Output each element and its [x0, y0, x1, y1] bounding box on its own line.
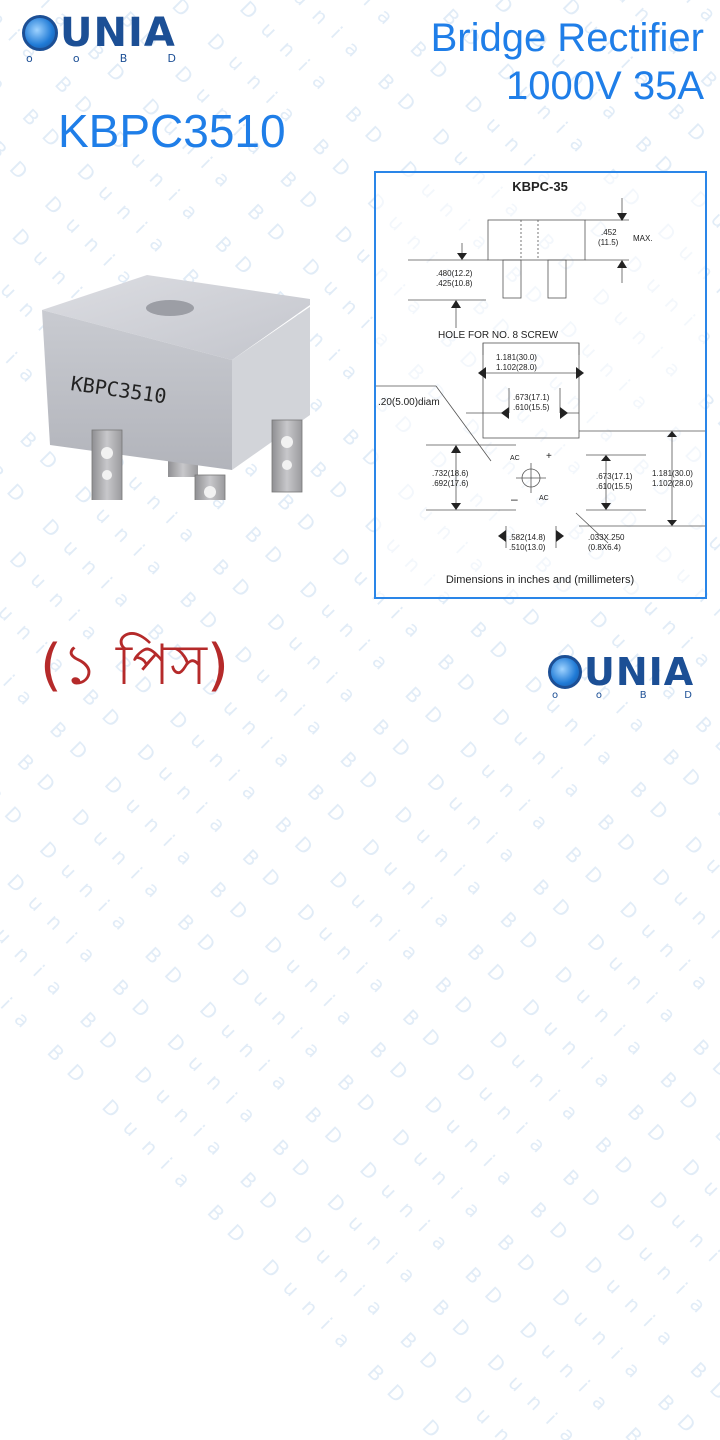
svg-text:1.181(30.0): 1.181(30.0)	[652, 469, 693, 478]
svg-text:AC: AC	[510, 455, 520, 462]
logo-text: UNIA	[584, 650, 695, 694]
svg-text:(0.8X6.4): (0.8X6.4)	[588, 543, 621, 552]
svg-text:.610(15.5): .610(15.5)	[596, 482, 633, 491]
dimension-diagram: KBPC-35 .452 (11.5) MAX. .480(12.2) .425…	[374, 171, 707, 599]
globe-icon	[22, 15, 58, 51]
logo-subtext: o o B D	[26, 52, 176, 65]
svg-text:–: –	[511, 492, 518, 506]
svg-text:.692(17.6): .692(17.6)	[432, 479, 469, 488]
logo-wordmark: UNIA	[22, 10, 176, 56]
svg-text:.510(13.0): .510(13.0)	[509, 543, 546, 552]
svg-text:+: +	[546, 451, 552, 462]
svg-text:.425(10.8): .425(10.8)	[436, 279, 473, 288]
globe-icon	[548, 655, 582, 689]
hole-diameter: .20(5.00)diam	[378, 397, 440, 408]
svg-text:1.181(30.0): 1.181(30.0)	[496, 353, 537, 362]
svg-text:(11.5): (11.5)	[598, 238, 619, 247]
svg-text:.452: .452	[601, 228, 617, 237]
svg-text:1.102(28.0): 1.102(28.0)	[652, 479, 693, 488]
logo-text: UNIA	[60, 10, 176, 56]
title-line-2: 1000V 35A	[506, 64, 704, 108]
hole-note: HOLE FOR NO. 8 SCREW	[438, 330, 559, 341]
svg-text:.673(17.1): .673(17.1)	[513, 393, 550, 402]
logo-subtext: o o B D	[552, 690, 692, 701]
svg-text:.673(17.1): .673(17.1)	[596, 472, 633, 481]
title-line-1: Bridge Rectifier	[430, 16, 704, 60]
svg-text:MAX.: MAX.	[633, 234, 653, 243]
package-label: KBPC-35	[512, 179, 568, 194]
product-title: Bridge Rectifier 1000V 35A	[431, 14, 704, 110]
logo-wordmark: UNIA	[548, 650, 694, 694]
part-number: KBPC3510	[58, 105, 286, 157]
svg-text:AC: AC	[539, 495, 549, 502]
svg-text:.033X.250: .033X.250	[588, 533, 625, 542]
brand-logo-top: UNIA o o B D	[22, 10, 176, 65]
svg-text:1.102(28.0): 1.102(28.0)	[496, 363, 537, 372]
svg-text:.582(14.8): .582(14.8)	[509, 533, 546, 542]
svg-text:.732(18.6): .732(18.6)	[432, 469, 469, 478]
svg-text:.610(15.5): .610(15.5)	[513, 403, 550, 412]
svg-text:.480(12.2): .480(12.2)	[436, 269, 473, 278]
quantity-label: (১ পিস)	[40, 633, 229, 698]
diagram-footer: Dimensions in inches and (millimeters)	[446, 574, 634, 586]
brand-logo-bottom: UNIA o o B D	[548, 650, 694, 701]
product-image: KBPC3510	[40, 270, 317, 546]
